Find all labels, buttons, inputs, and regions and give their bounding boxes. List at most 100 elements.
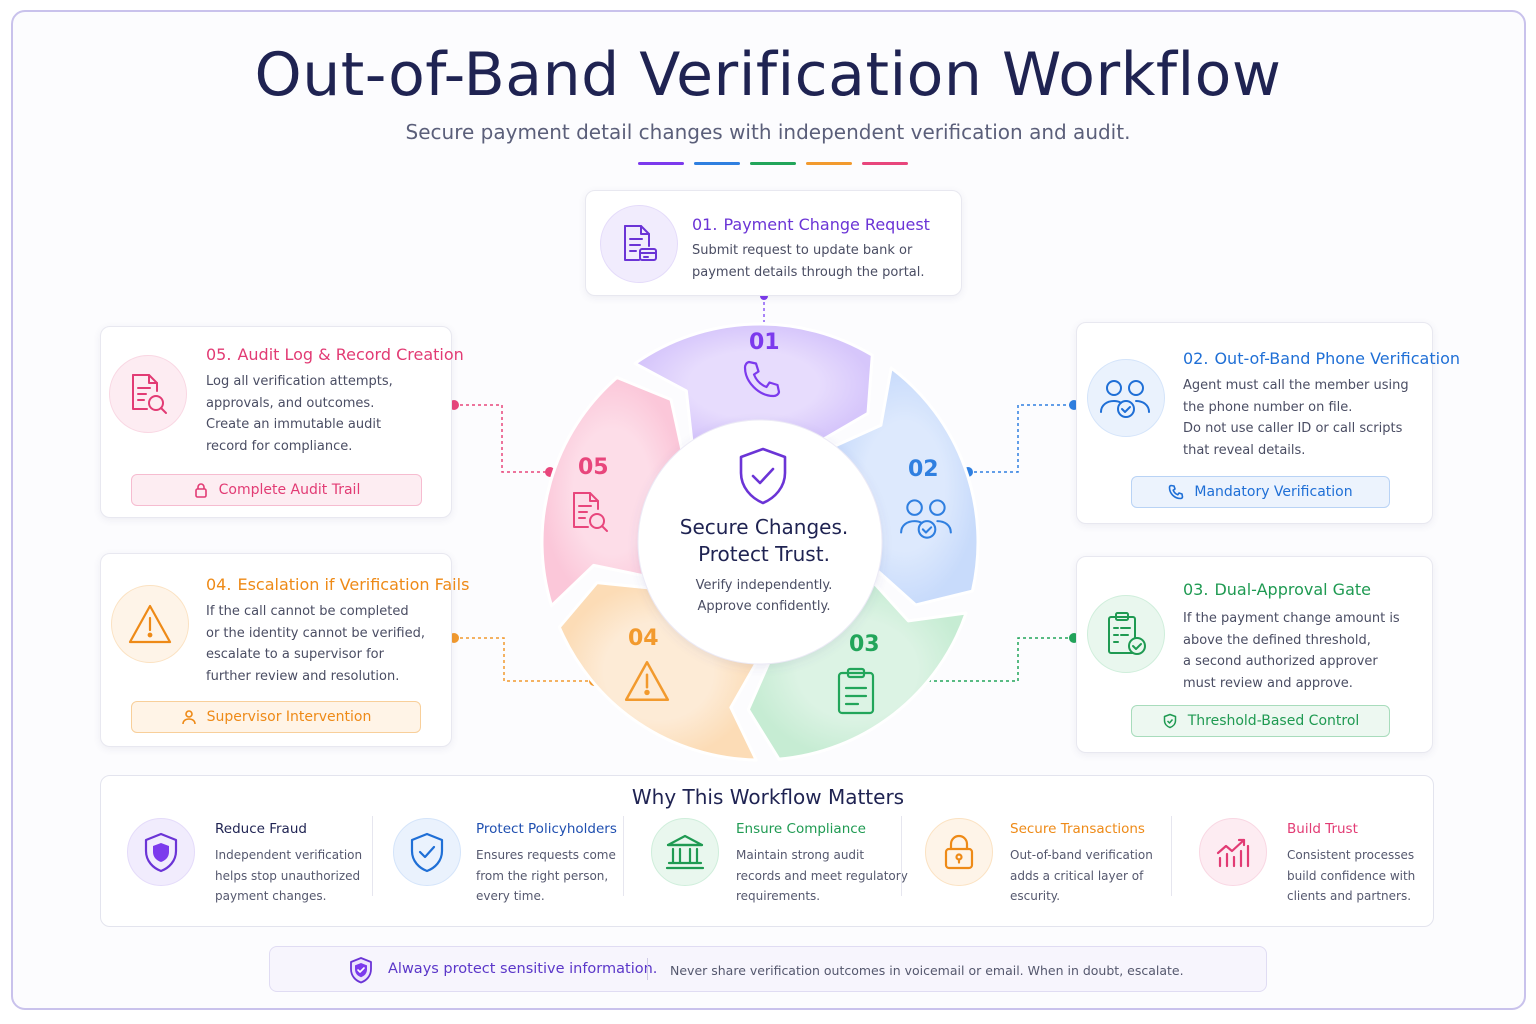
step-02-title: 02. Out-of-Band Phone Verification bbox=[1183, 349, 1460, 368]
body-line: further review and resolution. bbox=[206, 668, 400, 684]
step-title-text: Payment Change Request bbox=[723, 215, 930, 234]
body-line: payment details through the portal. bbox=[692, 264, 925, 280]
page-subtitle: Secure payment detail changes with indep… bbox=[405, 120, 1131, 144]
why-separator bbox=[372, 816, 373, 896]
footer-strong-text: Always protect sensitive information. bbox=[388, 961, 658, 977]
phone-icon bbox=[1169, 484, 1184, 500]
step-05-body: Log all verification attempts, approvals… bbox=[206, 371, 393, 457]
why-text-line: escurity. bbox=[1010, 889, 1061, 903]
threshold-based-control-badge: Threshold-Based Control bbox=[1131, 705, 1390, 737]
center-title-line: Secure Changes. bbox=[679, 515, 849, 539]
accent-dash bbox=[862, 162, 908, 165]
why-item-ensure-compliance: Ensure Compliance Maintain strong audit … bbox=[651, 815, 908, 915]
badge-label: Complete Audit Trail bbox=[218, 482, 361, 498]
step-01-card: 01. Payment Change Request Submit request… bbox=[585, 190, 962, 296]
why-text-line: adds a critical layer of bbox=[1010, 868, 1144, 883]
segment-label-01: 01 bbox=[749, 330, 780, 355]
accent-dash bbox=[806, 162, 852, 165]
shield-check-icon bbox=[350, 957, 372, 984]
why-text: Ensures requests come from the right per… bbox=[476, 845, 616, 907]
step-04-title: 04. Escalation if Verification Fails bbox=[206, 575, 469, 594]
why-text-line: from the right person, bbox=[476, 868, 609, 883]
step-title-text: Out-of-Band Phone Verification bbox=[1214, 349, 1460, 368]
body-line: the phone number on file. bbox=[1183, 399, 1353, 415]
why-text-line: records and meet regulatory bbox=[736, 868, 908, 883]
shield-check-icon bbox=[393, 818, 461, 886]
step-05-title: 05. Audit Log & Record Creation bbox=[206, 345, 464, 364]
body-line: approvals, and outcomes. bbox=[206, 395, 375, 411]
body-line: If the payment change amount is bbox=[1183, 611, 1400, 626]
warning-icon bbox=[624, 661, 670, 701]
user-icon bbox=[181, 710, 196, 725]
why-head: Secure Transactions bbox=[1010, 821, 1145, 837]
users-check-icon bbox=[1087, 359, 1165, 437]
step-number: 03. bbox=[1183, 580, 1209, 599]
why-text: Independent verification helps stop unau… bbox=[215, 845, 362, 907]
why-text: Consistent processes build confidence wi… bbox=[1287, 845, 1415, 907]
complete-audit-trail-badge: Complete Audit Trail bbox=[131, 474, 422, 506]
body-line: If the call cannot be completed bbox=[206, 604, 409, 619]
shield-icon bbox=[127, 818, 195, 886]
body-line: must review and approve. bbox=[1183, 675, 1353, 691]
body-line: Log all verification attempts, bbox=[206, 374, 393, 389]
users-check-icon bbox=[900, 499, 952, 539]
accent-dash bbox=[638, 162, 684, 165]
center-title: Secure Changes. Protect Trust. bbox=[640, 514, 888, 568]
why-text-line: Maintain strong audit bbox=[736, 848, 865, 862]
accent-dashes bbox=[638, 162, 908, 165]
center-sub-line: Verify independently. bbox=[695, 578, 833, 593]
bank-icon bbox=[651, 818, 719, 886]
why-separator bbox=[1171, 816, 1172, 896]
center-title-line: Protect Trust. bbox=[698, 542, 830, 566]
step-title-text: Escalation if Verification Fails bbox=[237, 575, 470, 594]
phone-icon bbox=[743, 360, 781, 398]
segment-label-02: 02 bbox=[908, 457, 939, 482]
step-number: 01. bbox=[692, 215, 718, 234]
why-item-reduce-fraud: Reduce Fraud Independent verification he… bbox=[127, 815, 367, 915]
why-text-line: Out-of-band verification bbox=[1010, 848, 1153, 862]
why-text: Out-of-band verification adds a critical… bbox=[1010, 845, 1153, 907]
segment-label-04: 04 bbox=[628, 626, 659, 651]
document-search-icon bbox=[573, 492, 608, 532]
document-card-icon bbox=[600, 205, 678, 283]
segment-label-03: 03 bbox=[849, 632, 880, 657]
warning-icon bbox=[111, 585, 189, 663]
lock-icon bbox=[194, 483, 207, 498]
why-separator bbox=[901, 816, 902, 896]
step-number: 05. bbox=[206, 345, 232, 364]
accent-dash bbox=[694, 162, 740, 165]
body-line: above the defined threshold, bbox=[1183, 632, 1371, 648]
body-line: Submit request to update bank or bbox=[692, 243, 913, 258]
step-01-title: 01. Payment Change Request bbox=[692, 215, 930, 234]
workflow-wheel bbox=[540, 322, 980, 762]
why-head: Reduce Fraud bbox=[215, 821, 307, 837]
wheel-center-disc bbox=[638, 420, 882, 664]
body-line: a second authorized approver bbox=[1183, 654, 1378, 669]
step-title-text: Audit Log & Record Creation bbox=[237, 345, 464, 364]
why-head: Build Trust bbox=[1287, 821, 1358, 837]
clipboard-icon bbox=[837, 667, 875, 715]
badge-label: Supervisor Intervention bbox=[206, 709, 372, 725]
wheel-segments bbox=[540, 322, 980, 762]
step-02-body: Agent must call the member using the pho… bbox=[1183, 375, 1409, 461]
clipboard-check-icon bbox=[1087, 595, 1165, 673]
step-number: 02. bbox=[1183, 349, 1209, 368]
why-text-line: helps stop unauthorized bbox=[215, 868, 361, 883]
chart-up-icon bbox=[1199, 818, 1267, 886]
badge-label: Threshold-Based Control bbox=[1187, 713, 1360, 729]
why-text-line: Ensures requests come bbox=[476, 848, 616, 862]
footer-text: Never share verification outcomes in voi… bbox=[670, 963, 1184, 978]
why-text-line: Consistent processes bbox=[1287, 848, 1415, 862]
step-number: 04. bbox=[206, 575, 232, 594]
why-separator bbox=[623, 816, 624, 896]
badge-label: Mandatory Verification bbox=[1194, 484, 1353, 500]
lock-icon bbox=[925, 818, 993, 886]
why-text: Maintain strong audit records and meet r… bbox=[736, 845, 908, 907]
body-line: Do not use caller ID or call scripts bbox=[1183, 421, 1403, 436]
shield-check-icon bbox=[1163, 713, 1176, 729]
mandatory-verification-badge: Mandatory Verification bbox=[1131, 476, 1390, 508]
page-title: Out-of-Band Verification Workflow bbox=[254, 40, 1282, 110]
step-03-title: 03.Dual-Approval Gate bbox=[1183, 580, 1371, 599]
why-head: Ensure Compliance bbox=[736, 821, 866, 837]
center-sub-line: Approve confidently. bbox=[697, 599, 831, 614]
